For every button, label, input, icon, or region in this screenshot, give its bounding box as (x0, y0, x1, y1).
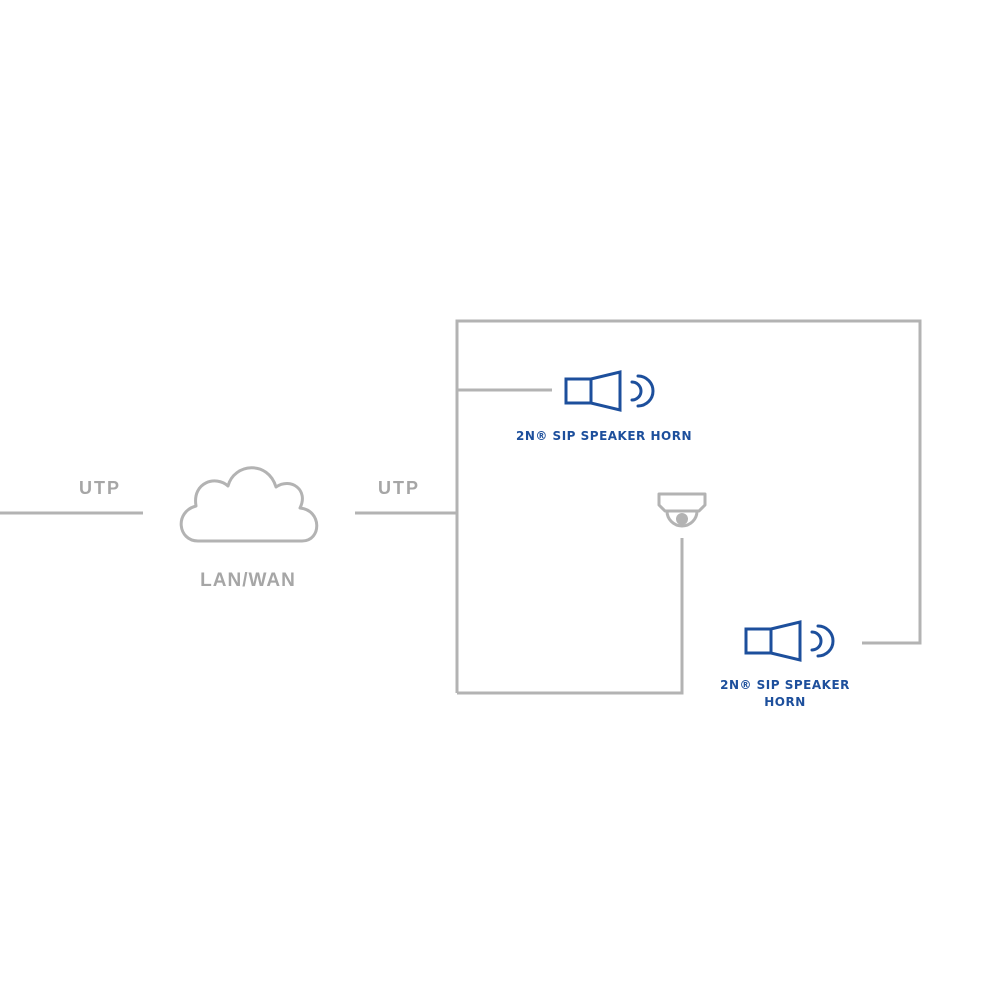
dome-camera-icon (657, 492, 707, 528)
camera-branch (457, 538, 684, 695)
speaker-horn-icon (564, 370, 655, 412)
speaker-bottom-label: 2N® SIP SPEAKER HORN (690, 677, 880, 711)
speaker-top-label: 2N® SIP SPEAKER HORN (515, 429, 692, 443)
cloud-icon (179, 466, 319, 543)
utp-label-right: UTP (378, 478, 420, 498)
lan-wan-label: LAN/WAN (200, 570, 296, 591)
utp-label-left: UTP (79, 478, 121, 498)
speaker-horn-icon (744, 620, 835, 662)
bus-outer-loop (455, 319, 922, 693)
speaker-bottom-label-line2: HORN (764, 695, 806, 709)
speaker-bottom-label-line1: 2N® SIP SPEAKER (720, 678, 850, 692)
